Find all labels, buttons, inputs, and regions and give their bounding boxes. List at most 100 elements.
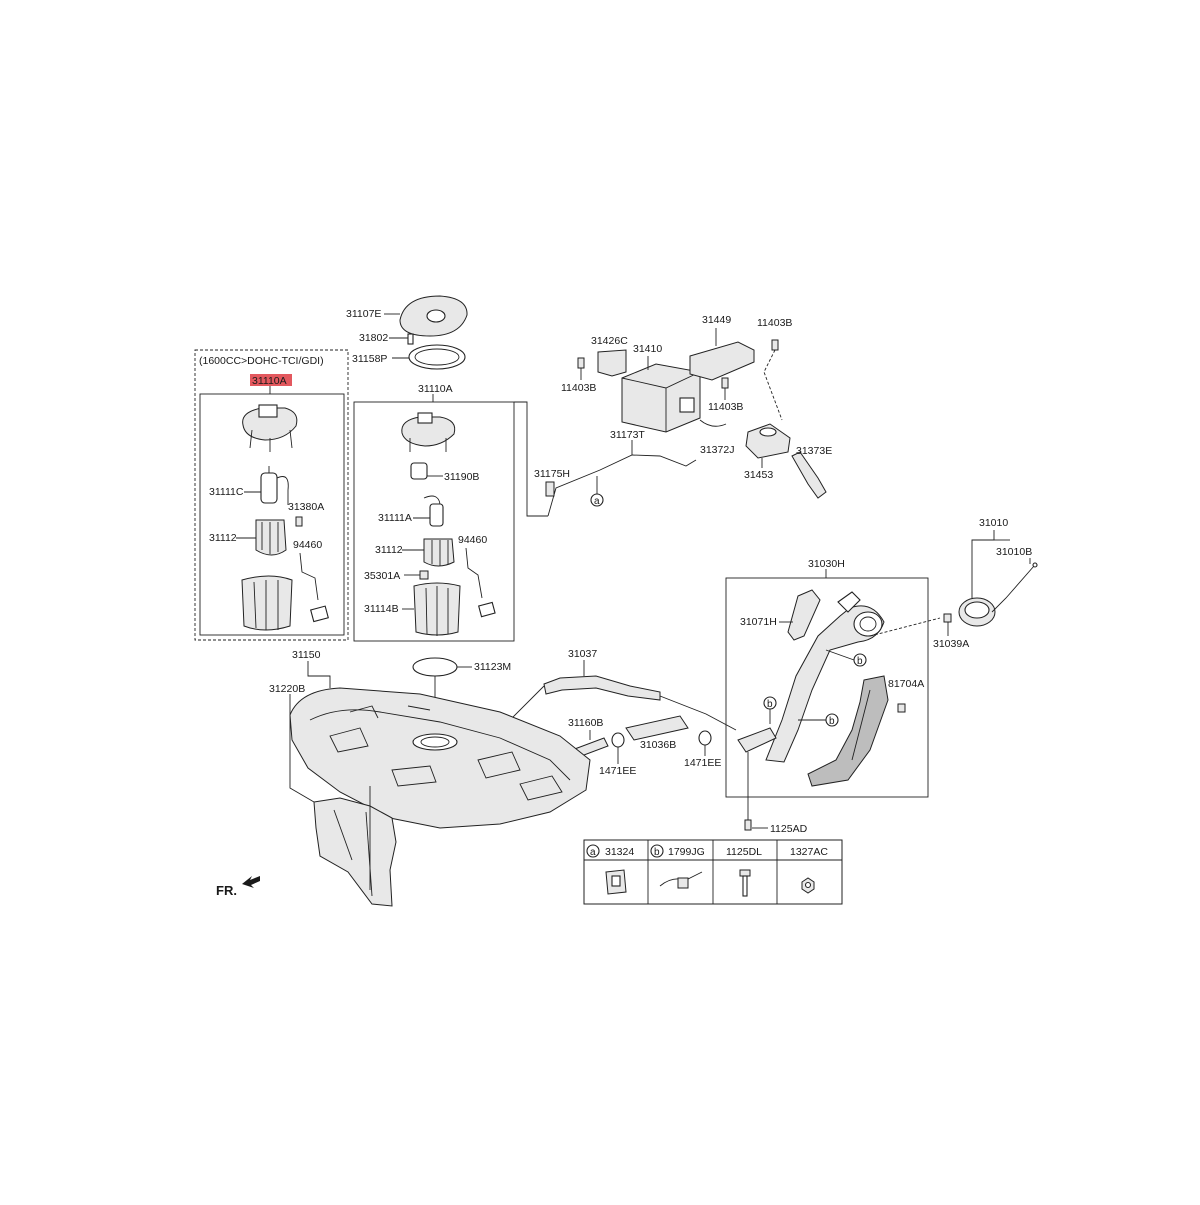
legend-code-1[interactable]: 31324 (605, 846, 634, 858)
part-label-31112-mid[interactable]: 31112 (375, 544, 403, 556)
part-label-31372J[interactable]: 31372J (700, 444, 734, 456)
part-label-31114B[interactable]: 31114B (364, 603, 399, 615)
part-label-31426C[interactable]: 31426C (591, 335, 628, 347)
part-label-1471EE-right[interactable]: 1471EE (684, 757, 721, 769)
part-label-31111C[interactable]: 31111C (209, 486, 244, 498)
fuel-level-sender-mid (465, 547, 496, 618)
callout-b-upper-letter: b (857, 656, 863, 667)
bolt-1125AD (744, 819, 752, 831)
reservoir-mid (413, 582, 461, 636)
hose-31036B (625, 715, 689, 741)
part-label-11403B-top[interactable]: 11403B (757, 317, 792, 329)
bolt-11403B-top (771, 339, 779, 351)
part-label-1471EE-left[interactable]: 1471EE (599, 765, 636, 777)
fuel-cap-31010 (958, 597, 996, 627)
part-label-31010B[interactable]: 31010B (996, 546, 1032, 558)
front-marker: FR. (216, 876, 260, 898)
legend-table: a 31324 b 1799JG 1125DL 1327AC (583, 839, 843, 905)
connector-31175H (545, 481, 555, 497)
part-label-31175H[interactable]: 31175H (534, 468, 570, 480)
filler-connector (737, 727, 777, 753)
nut-1327AC-icon (801, 877, 815, 894)
clamp-1471EE-left (611, 732, 625, 748)
part-label-31802[interactable]: 31802 (359, 332, 388, 344)
valve-31190B (410, 462, 428, 480)
part-label-31220B[interactable]: 31220B (269, 683, 305, 695)
cap-tether (991, 565, 1035, 613)
part-label-31112-left[interactable]: 31112 (209, 532, 237, 544)
part-label-31071H[interactable]: 31071H (740, 616, 777, 628)
part-label-11403B-mid[interactable]: 11403B (708, 401, 743, 413)
variant-note: (1600CC>DOHC-TCI/GDI) (199, 355, 324, 367)
legend-col-1: a 31324 (586, 844, 634, 895)
highlight-box (250, 374, 292, 386)
part-label-31449[interactable]: 31449 (702, 314, 731, 326)
part-label-1125AD[interactable]: 1125AD (770, 823, 808, 835)
vapor-line (547, 454, 697, 517)
bolt-11403B-left (577, 357, 585, 369)
legend-col-4: 1327AC (790, 846, 828, 894)
clip-31324-icon (605, 869, 627, 895)
part-label-31453[interactable]: 31453 (744, 469, 773, 481)
legend-code-2[interactable]: 1799JG (668, 846, 705, 858)
top-plate-group: 31107E 31802 31158P (346, 295, 468, 370)
part-label-31111A[interactable]: 31111A (378, 512, 412, 524)
part-label-31410[interactable]: 31410 (633, 343, 662, 355)
part-label-11403B-left[interactable]: 11403B (561, 382, 596, 394)
pump-assembly-frame-left (199, 393, 345, 636)
part-label-35301A[interactable]: 35301A (364, 570, 400, 582)
filter-housing-left (255, 519, 287, 556)
pump-assembly-frame-mid (353, 401, 515, 642)
part-label-31123M[interactable]: 31123M (474, 661, 511, 673)
filter-housing-mid (423, 538, 455, 567)
fuel-level-sender-left (299, 552, 329, 623)
pump-assembly-mid: 31110A 31190B 31111A 31112 94460 (353, 383, 548, 642)
hose-31372J (699, 419, 727, 427)
part-label-31010[interactable]: 31010 (979, 517, 1008, 529)
legend-col-3: 1125DL (726, 846, 762, 897)
fuel-tank-group: 31150 31220B 31123M (269, 649, 591, 907)
callout-b-left-letter: b (767, 699, 773, 710)
bolt-11403B-mid (721, 377, 729, 389)
front-marker-text: FR. (216, 883, 237, 898)
part-label-31110A[interactable]: 31110A (418, 383, 453, 395)
part-label-31158P[interactable]: 31158P (352, 353, 387, 365)
part-label-31150[interactable]: 31150 (292, 649, 321, 661)
part-label-31380A[interactable]: 31380A (288, 501, 324, 513)
part-label-31039A[interactable]: 31039A (933, 638, 969, 650)
part-label-31160B[interactable]: 31160B (568, 717, 603, 729)
legend-code-4[interactable]: 1327AC (790, 846, 828, 858)
part-label-31190B[interactable]: 31190B (444, 471, 479, 483)
pump-flange-mid (401, 412, 456, 452)
hose-31037 (543, 675, 661, 701)
protector-81704A (807, 675, 889, 787)
screw-31802 (407, 333, 414, 345)
callout-a-vapor-letter: a (594, 496, 600, 507)
front-arrow-icon (242, 876, 260, 888)
hose-group: 31037 31160B 31036B 1471EE 1471EE (507, 648, 737, 777)
part-label-31173T[interactable]: 31173T (610, 429, 645, 441)
part-label-94460-left[interactable]: 94460 (293, 539, 322, 551)
part-label-31107E[interactable]: 31107E (346, 308, 381, 320)
bracket-31426C (597, 349, 627, 377)
valve-31380A (295, 516, 303, 527)
bracket-31449 (689, 341, 755, 381)
part-label-31110A-highlight[interactable]: 31110A (252, 375, 287, 387)
part-label-81704A[interactable]: 81704A (888, 678, 924, 690)
gasket-31123M (412, 657, 458, 677)
part-label-31037[interactable]: 31037 (568, 648, 597, 660)
part-label-31030H[interactable]: 31030H (808, 558, 845, 570)
part-label-31036B[interactable]: 31036B (640, 739, 676, 751)
variant-group: (1600CC>DOHC-TCI/GDI) 31110A 31111C 3138… (194, 349, 349, 641)
fuel-cap-group: 31010 31010B 31039A (933, 517, 1038, 650)
part-label-31373E[interactable]: 31373E (796, 445, 832, 457)
part-label-94460-mid[interactable]: 94460 (458, 534, 487, 546)
filler-neck-31030H (765, 591, 885, 763)
callout-b-right-letter: b (829, 716, 835, 727)
fuel-pump-motor-left (260, 466, 289, 505)
legend-code-3[interactable]: 1125DL (726, 846, 762, 858)
hose-31373E (791, 451, 827, 499)
clip-81704A (897, 703, 906, 713)
